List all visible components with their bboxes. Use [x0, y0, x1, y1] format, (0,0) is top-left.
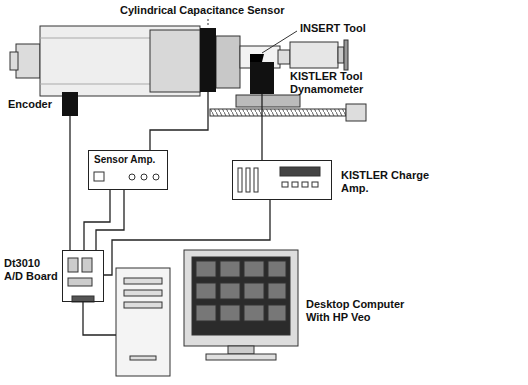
charge-amp-panel — [246, 168, 250, 192]
capacitance-sensor: Cylindrical Capacitance Sensor — [200, 28, 216, 92]
carriage — [210, 95, 366, 121]
insert-tool — [250, 54, 264, 62]
signal-cable — [96, 190, 124, 250]
monitor — [184, 250, 298, 360]
computer-tower — [116, 268, 170, 376]
monitor — [196, 305, 216, 321]
computer-tower — [130, 356, 156, 360]
monitor — [244, 261, 264, 277]
monitor — [206, 354, 276, 360]
computer-tower — [124, 278, 162, 284]
monitor — [184, 250, 298, 346]
monitor — [228, 346, 254, 354]
leader-line — [208, 19, 297, 53]
ad-board-chips — [68, 258, 94, 302]
part-label: KISTLER Tool Dynamometer — [290, 70, 390, 95]
part-label: KISTLER Charge Amp. — [341, 169, 431, 194]
charge-amp-panel — [292, 182, 298, 187]
encoder: Encoder — [62, 92, 78, 116]
monitor — [268, 261, 286, 277]
part-label: Desktop Computer With HP Veo — [306, 298, 421, 323]
signal-cable — [150, 92, 208, 150]
monitor — [220, 283, 240, 299]
part-label: Dt3010 A/D Board — [4, 257, 60, 282]
drive-motor — [10, 52, 18, 70]
leader-line — [208, 19, 209, 27]
desktop-computer: Desktop Computer With HP Veo — [116, 250, 298, 378]
charge-amp-panel — [238, 168, 242, 192]
spindle-housing — [40, 26, 200, 96]
spindle-housing — [150, 30, 200, 92]
ad-board: Dt3010 A/D Board — [62, 250, 104, 302]
part-label: Sensor Amp. — [94, 154, 155, 166]
computer-tower — [124, 302, 162, 308]
drive-motor — [16, 44, 40, 78]
carriage — [346, 104, 366, 121]
spindle-housing — [40, 26, 200, 96]
monitor — [268, 305, 286, 321]
carriage — [210, 109, 346, 116]
ad-board-chips — [82, 258, 92, 272]
signal-cable — [83, 302, 116, 335]
signal-cable — [84, 190, 110, 250]
sensor-amp-panel — [94, 172, 104, 181]
monitor — [196, 283, 216, 299]
insert-tool — [250, 54, 264, 62]
charge-amp-panel — [238, 167, 320, 192]
charge-amp-panel — [254, 168, 258, 192]
charge-amp-panel — [282, 182, 288, 187]
monitor — [244, 305, 264, 321]
tailstock — [338, 47, 344, 63]
leader-line — [262, 31, 297, 53]
charge-amp-panel — [302, 182, 308, 187]
monitor — [196, 261, 216, 277]
monitor — [220, 261, 240, 277]
computer-tower — [124, 290, 162, 296]
signal-cable — [69, 116, 70, 250]
part-label: Cylindrical Capacitance Sensor — [120, 4, 320, 17]
monitor — [192, 257, 290, 335]
tool-dynamometer: KISTLER Tool Dynamometer — [250, 62, 274, 94]
drive-motor — [10, 44, 40, 78]
signal-cable — [104, 200, 270, 275]
sensor-amp-panel — [141, 174, 147, 180]
tailstock — [344, 40, 348, 70]
part-label: INSERT Tool — [300, 22, 366, 35]
signal-cable — [261, 94, 262, 160]
sensor-amp-panel — [94, 172, 159, 181]
monitor — [244, 283, 264, 299]
carriage — [236, 95, 300, 107]
tailstock — [290, 42, 338, 68]
ad-board-chips — [68, 258, 78, 272]
part-label: Encoder — [8, 98, 60, 111]
ad-board-chips — [68, 278, 92, 286]
monitor — [220, 305, 240, 321]
chuck-and-workpiece — [216, 36, 240, 88]
computer-tower — [116, 268, 170, 376]
charge-amp-box: KISTLER Charge Amp. — [232, 160, 332, 200]
chuck-and-workpiece — [278, 50, 290, 64]
charge-amp-panel — [280, 167, 320, 176]
monitor — [268, 283, 286, 299]
tailstock — [290, 40, 348, 70]
sensor-amp-panel — [153, 174, 159, 180]
sensor-amp-panel — [129, 174, 135, 180]
charge-amp-panel — [312, 182, 318, 187]
sensor-amp-box: Sensor Amp. — [88, 150, 168, 190]
